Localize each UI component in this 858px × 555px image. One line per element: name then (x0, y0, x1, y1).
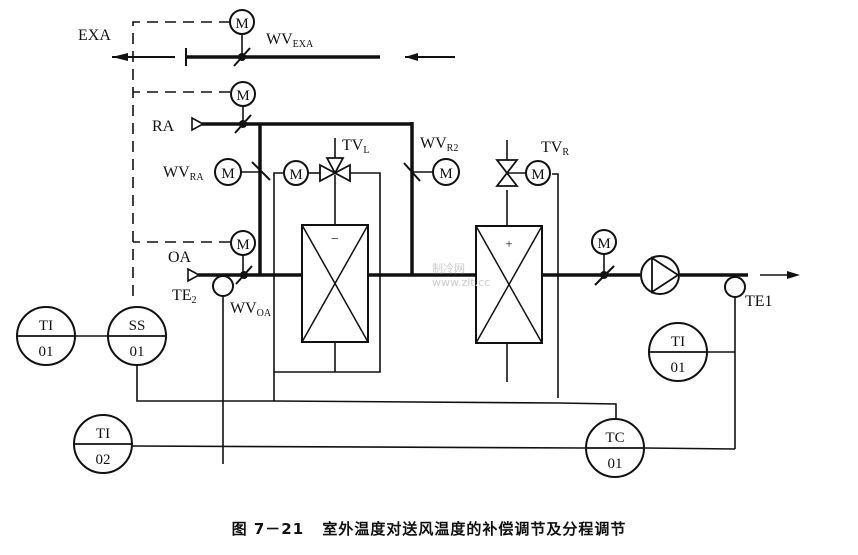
instrument-ti-02[interactable]: TI 02 (73, 414, 133, 474)
instrument-ti-01-left[interactable]: TI 01 (16, 306, 76, 366)
figure-title: 室外温度对送风温度的补偿调节及分程调节 (322, 520, 627, 538)
svg-text:TC: TC (605, 430, 624, 446)
label-exa: EXA (78, 27, 111, 44)
svg-text:01: 01 (39, 344, 54, 360)
svg-text:01: 01 (608, 456, 623, 472)
watermark: 制冷网 www.zlt.cc (432, 262, 490, 289)
heating-sign: + (505, 236, 512, 251)
figure-number: 图 7－21 (231, 520, 305, 538)
instrument-tc-01[interactable]: TC 01 (585, 418, 645, 478)
label-ra: RA (152, 118, 175, 135)
svg-text:M: M (236, 237, 249, 253)
sensor-te1[interactable] (724, 276, 746, 449)
return-air-duct (191, 116, 414, 274)
svg-text:SS: SS (129, 318, 146, 334)
svg-text:M: M (235, 16, 248, 32)
svg-text:TI: TI (671, 334, 685, 350)
motor-icon (525, 160, 551, 186)
damper-wv-ra[interactable]: M (214, 158, 271, 186)
signal-wiring (75, 335, 736, 450)
figure-caption: 图 7－21 室外温度对送风温度的补偿调节及分程调节 (0, 518, 858, 539)
svg-text:TI: TI (96, 426, 110, 442)
label-oa: OA (168, 249, 192, 266)
label-te1: TE1 (745, 293, 773, 310)
exhaust-duct (112, 48, 455, 66)
sensor-te2[interactable] (212, 275, 234, 464)
damper-wv-r2[interactable]: M (403, 158, 460, 186)
svg-text:M: M (221, 166, 234, 182)
supply-arrow-icon (787, 271, 800, 279)
svg-text:M: M (236, 88, 249, 104)
fan-icon (640, 255, 680, 295)
exhaust-arrow-icon (112, 53, 128, 61)
svg-text:01: 01 (671, 360, 686, 376)
instrument-ss-01[interactable]: SS 01 (107, 306, 167, 366)
instrument-ti-01-right[interactable]: TI 01 (648, 322, 708, 382)
cooling-coil: − (273, 172, 381, 398)
cooling-sign: − (331, 232, 339, 247)
valve-tv-l[interactable]: M (283, 138, 351, 186)
valve-tv-r[interactable]: M (495, 140, 551, 187)
label-wv-r2: WVR2 (420, 135, 458, 154)
svg-text:M: M (531, 167, 544, 183)
label-tv-l: TVL (342, 137, 369, 156)
svg-text:01: 01 (130, 344, 145, 360)
damper-wv-oa[interactable]: M (230, 230, 256, 285)
damper-wv-exa[interactable]: M (229, 9, 255, 67)
damper-ra[interactable]: M (230, 81, 256, 134)
label-wv-ra: WVRA (163, 164, 204, 183)
label-te2: TE2 (172, 287, 197, 306)
damper-supply[interactable]: M (591, 229, 617, 286)
label-wv-oa: WVOA (230, 300, 272, 319)
svg-text:M: M (439, 166, 452, 182)
heating-coil: + (475, 173, 559, 398)
svg-text:www.zlt.cc: www.zlt.cc (432, 276, 490, 289)
label-wv-exa: WVEXA (266, 31, 314, 50)
svg-text:02: 02 (96, 452, 111, 468)
signal-dashed-lines (132, 21, 230, 300)
svg-text:制冷网: 制冷网 (432, 262, 465, 275)
svg-text:M: M (597, 236, 610, 252)
return-arrow-icon (405, 53, 418, 61)
svg-text:TI: TI (39, 318, 53, 334)
label-tv-r: TVR (541, 139, 569, 158)
svg-text:M: M (289, 167, 302, 183)
